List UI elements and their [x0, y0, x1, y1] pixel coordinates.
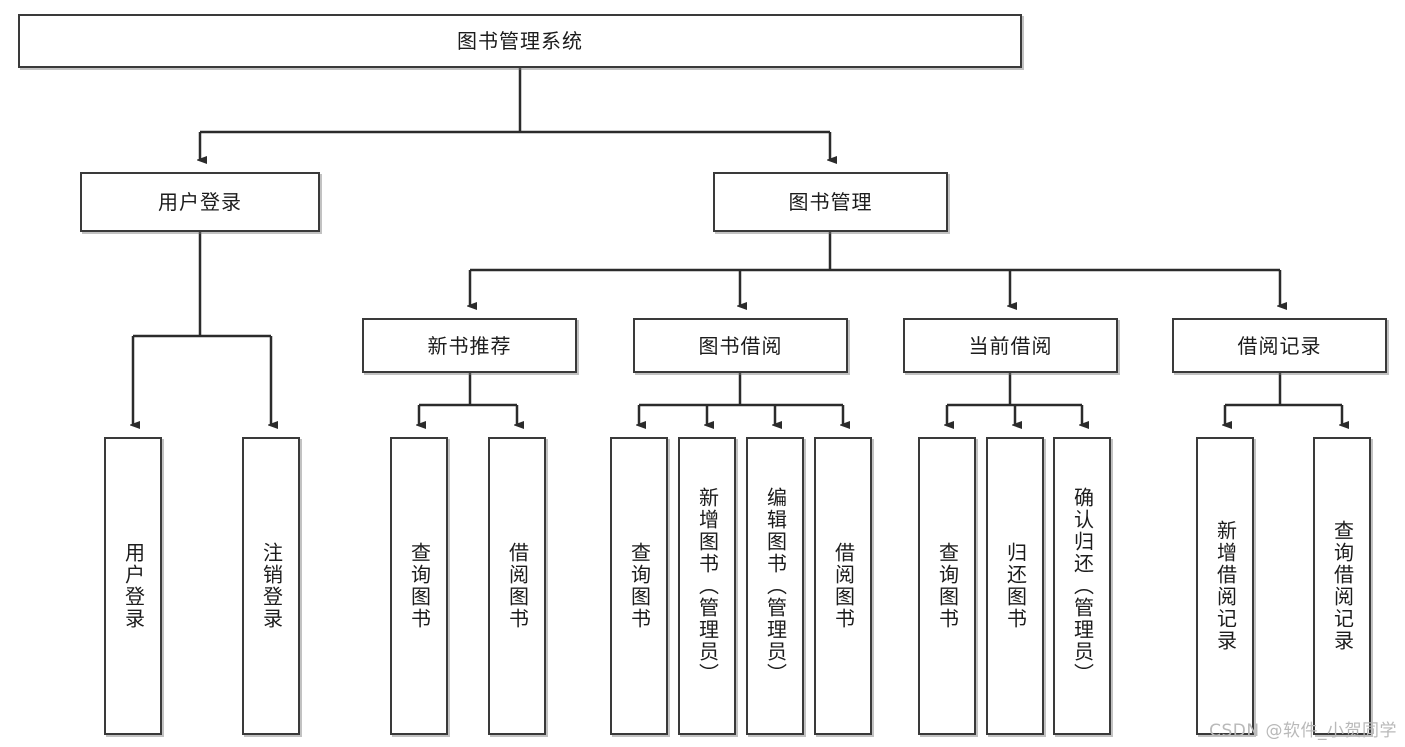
node-leaf-user-login[interactable]: 用户登录	[104, 437, 162, 735]
node-book-management[interactable]: 图书管理	[713, 172, 948, 232]
node-leaf-query-book-borrow-label: 查询图书	[627, 542, 652, 630]
node-leaf-query-borrow-record[interactable]: 查询借阅记录	[1313, 437, 1371, 735]
node-new-book-recommend-label: 新书推荐	[427, 333, 512, 358]
node-leaf-logout-label: 注销登录	[259, 542, 284, 630]
node-user-login[interactable]: 用户登录	[80, 172, 320, 232]
node-user-login-label: 用户登录	[158, 190, 242, 214]
node-leaf-add-borrow-record[interactable]: 新增借阅记录	[1196, 437, 1254, 735]
node-leaf-return-book[interactable]: 归还图书	[986, 437, 1044, 735]
node-leaf-add-book-admin[interactable]: 新增图书（管理员）	[678, 437, 736, 735]
node-leaf-confirm-return-admin[interactable]: 确认归还（管理员）	[1053, 437, 1111, 735]
node-leaf-query-book-recommend-label: 查询图书	[407, 542, 432, 630]
node-root[interactable]: 图书管理系统	[18, 14, 1022, 68]
node-leaf-user-login-label: 用户登录	[121, 542, 146, 630]
node-leaf-return-book-label: 归还图书	[1003, 542, 1028, 630]
node-leaf-borrow-book-recommend[interactable]: 借阅图书	[488, 437, 546, 735]
node-book-borrow-label: 图书借阅	[698, 333, 783, 358]
node-root-label: 图书管理系统	[457, 29, 583, 53]
watermark: CSDN @软件_小贺同学	[1209, 721, 1397, 741]
node-borrow-record[interactable]: 借阅记录	[1172, 318, 1387, 373]
node-leaf-borrow-book-label: 借阅图书	[831, 542, 856, 630]
node-leaf-query-book-current[interactable]: 查询图书	[918, 437, 976, 735]
node-current-borrow-label: 当前借阅	[968, 333, 1053, 358]
node-leaf-add-book-admin-label: 新增图书（管理员）	[695, 487, 720, 685]
node-leaf-logout[interactable]: 注销登录	[242, 437, 300, 735]
node-leaf-borrow-book[interactable]: 借阅图书	[814, 437, 872, 735]
node-leaf-borrow-book-recommend-label: 借阅图书	[505, 542, 530, 630]
node-book-management-label: 图书管理	[788, 190, 873, 214]
node-leaf-confirm-return-admin-label: 确认归还（管理员）	[1070, 487, 1095, 685]
node-leaf-add-borrow-record-label: 新增借阅记录	[1213, 520, 1238, 652]
node-leaf-edit-book-admin-label: 编辑图书（管理员）	[763, 487, 788, 685]
node-current-borrow[interactable]: 当前借阅	[903, 318, 1118, 373]
node-leaf-query-book-borrow[interactable]: 查询图书	[610, 437, 668, 735]
node-book-borrow[interactable]: 图书借阅	[633, 318, 848, 373]
node-leaf-query-borrow-record-label: 查询借阅记录	[1330, 520, 1355, 652]
node-new-book-recommend[interactable]: 新书推荐	[362, 318, 577, 373]
node-leaf-edit-book-admin[interactable]: 编辑图书（管理员）	[746, 437, 804, 735]
node-leaf-query-book-recommend[interactable]: 查询图书	[390, 437, 448, 735]
node-leaf-query-book-current-label: 查询图书	[935, 542, 960, 630]
node-borrow-record-label: 借阅记录	[1237, 333, 1322, 358]
